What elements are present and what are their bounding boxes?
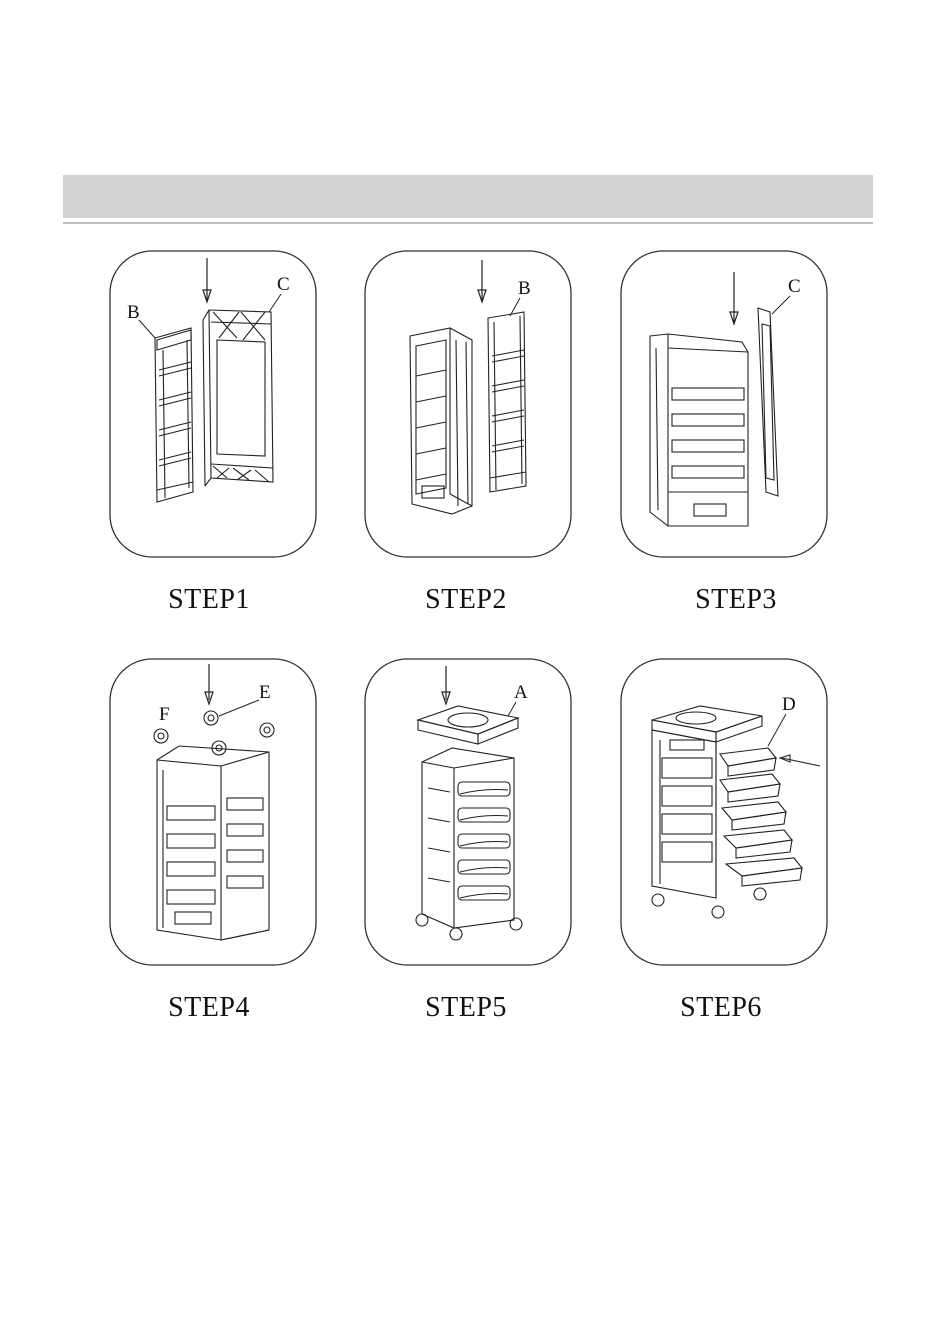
step3-label: STEP3	[632, 584, 840, 616]
leader-line	[269, 294, 281, 312]
step4-illustration: F E	[109, 658, 317, 966]
step6-panel: D	[620, 658, 828, 966]
step2-illustration: B	[364, 250, 572, 558]
part-label-f: F	[159, 704, 170, 725]
side-panel-b	[155, 328, 193, 502]
part-label-b: B	[127, 302, 140, 323]
panel-frame	[110, 251, 316, 557]
leader-line	[139, 320, 155, 338]
top-tray	[652, 706, 762, 742]
side-panel-b	[488, 312, 526, 492]
back-panel-c	[758, 308, 778, 496]
header-band	[63, 175, 873, 218]
step3-panel: C	[620, 250, 828, 558]
part-label-e: E	[259, 682, 271, 703]
top-tray-a	[418, 706, 518, 744]
cart-frame	[157, 746, 269, 940]
assembled-b-c	[410, 328, 472, 514]
part-label-d: D	[782, 694, 796, 715]
step5-panel: A	[364, 658, 572, 966]
part-label-c: C	[788, 276, 801, 297]
leader-line	[772, 296, 790, 314]
drawers-d	[720, 748, 802, 886]
step3-illustration: C	[620, 250, 828, 558]
step4-panel: F E	[109, 658, 317, 966]
cart-frame	[650, 334, 748, 526]
leader-line	[508, 702, 516, 716]
step5-label: STEP5	[362, 992, 570, 1024]
part-label-a: A	[514, 682, 528, 703]
part-label-b: B	[518, 278, 531, 299]
step1-illustration: B C	[109, 250, 317, 558]
step6-illustration: D	[620, 658, 828, 966]
side-arrow-icon	[782, 758, 820, 766]
back-panel-c	[203, 310, 273, 486]
panel-frame	[365, 659, 571, 965]
step2-label: STEP2	[362, 584, 570, 616]
cart-body	[652, 730, 716, 898]
panel-frame	[365, 251, 571, 557]
header-rule	[63, 222, 873, 224]
leader-line	[219, 700, 259, 716]
step4-label: STEP4	[105, 992, 313, 1024]
step2-panel: B	[364, 250, 572, 558]
panel-frame	[110, 659, 316, 965]
step1-panel: B C	[109, 250, 317, 558]
cart-body	[422, 748, 514, 928]
leader-line	[768, 714, 786, 746]
step1-label: STEP1	[105, 584, 313, 616]
part-label-c: C	[277, 274, 290, 295]
step5-illustration: A	[364, 658, 572, 966]
step6-label: STEP6	[617, 992, 825, 1024]
caster-wheel-icon	[652, 888, 766, 918]
